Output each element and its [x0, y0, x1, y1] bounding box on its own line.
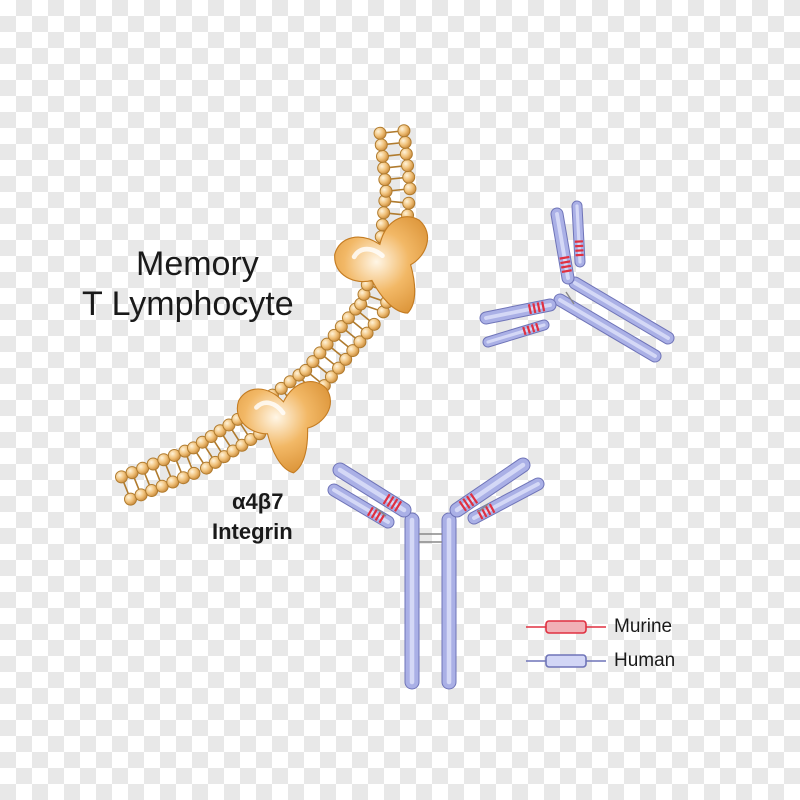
murine-stripe	[462, 498, 471, 509]
murine-stripe	[561, 269, 572, 274]
murine-stripe	[560, 264, 572, 269]
heavy-chain-up-arm	[550, 207, 575, 285]
murine-stripe	[458, 500, 467, 512]
integrin-highlight	[351, 246, 385, 260]
disulfide-bond	[565, 291, 575, 305]
legend-human-label: Human	[614, 650, 676, 671]
lipid-head	[373, 126, 387, 140]
lipid-head	[313, 346, 327, 360]
murine-stripe	[526, 325, 531, 334]
lipid-head	[377, 206, 391, 220]
integrin-label-line1: α4β7	[232, 489, 284, 514]
murine-stripe	[382, 493, 391, 505]
cell-label-line1: Memory	[136, 245, 259, 283]
murine-stripe	[536, 302, 541, 313]
lipid-head	[283, 375, 297, 389]
murine-stripe	[527, 304, 532, 315]
integrin-upper	[334, 216, 429, 314]
murine-stripe	[386, 495, 395, 508]
integrin-label-line2: Integrin	[212, 519, 293, 544]
lipid-head	[399, 147, 413, 161]
lipid-head	[379, 184, 393, 198]
light-chain-up	[571, 200, 586, 268]
antibody-small	[479, 200, 675, 363]
integrin-shape	[334, 216, 429, 314]
antibody-large	[327, 457, 545, 690]
lipid-head	[334, 320, 348, 334]
lipid-head	[402, 170, 416, 184]
heavy-chain-left-arm	[332, 462, 412, 518]
heavy-chain-right-arm	[449, 457, 531, 518]
murine-stripe	[484, 505, 492, 516]
lipid-head	[346, 344, 360, 358]
lipid-head	[398, 135, 412, 149]
murine-stripe	[469, 492, 479, 504]
lipid-head	[401, 159, 415, 173]
murine-stripe	[394, 500, 403, 512]
murine-stripe	[559, 255, 570, 260]
murine-stripe	[530, 324, 536, 333]
lipid-head	[353, 335, 367, 349]
murine-stripe	[535, 322, 540, 332]
lipid-head	[374, 138, 388, 152]
lipid-head	[403, 182, 417, 196]
lipid-head	[367, 317, 381, 331]
lipid-head	[375, 149, 389, 163]
lipid-head	[187, 466, 201, 480]
lipid-head	[360, 326, 374, 340]
antibody-group	[327, 200, 675, 690]
integrin-group	[236, 216, 429, 474]
murine-stripe	[480, 507, 488, 518]
lipid-head	[402, 196, 416, 210]
lipid-head	[274, 381, 288, 395]
lipid-head	[397, 124, 411, 138]
lipid-head	[320, 337, 334, 351]
legend-swatches	[526, 620, 606, 668]
lipid-head	[327, 328, 341, 342]
murine-stripe	[370, 509, 378, 519]
lipid-head	[339, 352, 353, 366]
integrin-highlight	[254, 400, 286, 416]
legend-human-swatch	[526, 654, 606, 668]
lipid-head	[306, 355, 320, 369]
light-chain-left	[327, 483, 395, 529]
lipid-head	[299, 363, 313, 377]
light-chain-right	[467, 477, 545, 525]
murine-stripe	[466, 495, 475, 507]
integrin-shape	[236, 381, 331, 474]
murine-stripe	[522, 326, 527, 336]
murine-stripe	[532, 303, 537, 314]
lipid-head	[332, 361, 346, 375]
murine-stripe	[374, 511, 382, 521]
heavy-chain-stem-a	[568, 276, 675, 345]
legend-murine-label: Murine	[614, 616, 673, 637]
murine-stripe	[390, 498, 399, 510]
lipid-head	[378, 173, 392, 187]
murine-stripe	[366, 506, 374, 517]
murine-stripe	[378, 513, 386, 524]
murine-stripe	[488, 503, 496, 514]
legend-murine-swatch	[526, 620, 606, 634]
integrin-lower	[236, 381, 331, 474]
heavy-chain-left-arm	[479, 298, 557, 325]
lipid-head	[324, 370, 338, 384]
lipid-head	[341, 311, 355, 325]
disulfide-bond	[375, 507, 387, 517]
heavy-chain-stem-b	[553, 293, 662, 363]
murine-stripe	[560, 260, 571, 265]
disulfide-bond	[477, 503, 489, 513]
cell-label-line2: T Lymphocyte	[82, 285, 294, 323]
lipid-head	[377, 161, 391, 175]
murine-stripe	[541, 301, 546, 312]
light-chain-left	[482, 319, 550, 348]
